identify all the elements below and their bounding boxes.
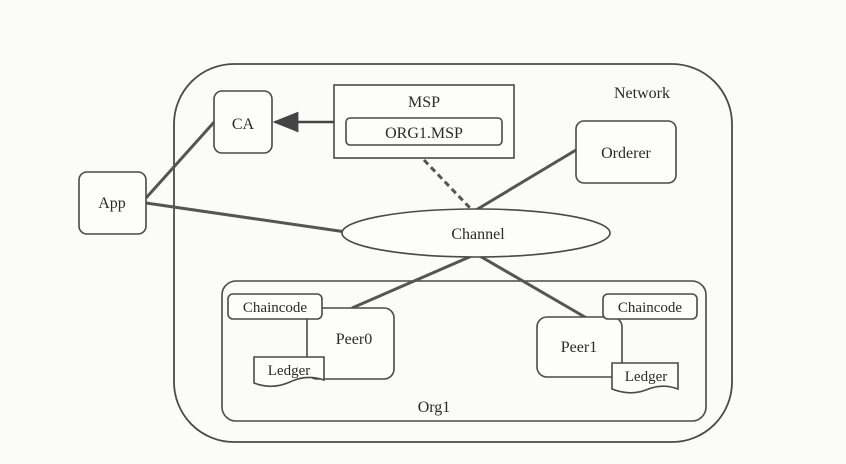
peer0-chaincode-label: Chaincode	[243, 300, 307, 316]
edge-channel-orderer	[475, 148, 577, 212]
peer1-chaincode-label: Chaincode	[618, 300, 682, 316]
peer0-chaincode-box	[227, 293, 323, 320]
peer0-ledger-doc	[253, 356, 325, 388]
edge-channel-peer0	[351, 253, 475, 310]
ca-label: CA	[232, 116, 255, 133]
edge-app-ca	[144, 118, 218, 200]
orderer-node: Orderer	[575, 120, 677, 184]
peer0-label: Peer0	[336, 331, 372, 348]
peer0-node	[306, 307, 395, 380]
peer1-chaincode-box	[602, 293, 698, 320]
ca-node: CA	[213, 90, 273, 154]
orderer-label: Orderer	[601, 145, 651, 162]
app-node: App	[78, 171, 147, 235]
peer1-ledger-doc	[611, 362, 679, 394]
peer1-ledger-label: Ledger	[625, 369, 667, 385]
msp-box: MSP ORG1.MSP	[333, 84, 515, 159]
channel-node: Channel	[341, 208, 611, 258]
msp-title: MSP	[408, 94, 440, 111]
app-label: App	[98, 195, 126, 212]
org1-msp-box	[345, 117, 503, 146]
org1-label: Org1	[418, 399, 451, 416]
edge-app-channel	[145, 201, 347, 234]
org1-msp-label: ORG1.MSP	[385, 125, 463, 142]
peer1-label: Peer1	[561, 339, 597, 356]
peer1-group: Peer1 Chaincode Ledger	[536, 293, 698, 394]
peer1-node	[536, 316, 623, 378]
edge-channel-peer1	[477, 253, 591, 322]
edge-msp-channel-dashed	[422, 158, 474, 212]
peer0-ledger-label: Ledger	[268, 363, 310, 379]
peer0-group: Peer0 Chaincode Ledger	[227, 293, 395, 388]
org1-container	[221, 280, 707, 422]
network-label: Network	[614, 85, 670, 102]
network-container	[173, 63, 733, 443]
channel-label: Channel	[451, 226, 505, 243]
